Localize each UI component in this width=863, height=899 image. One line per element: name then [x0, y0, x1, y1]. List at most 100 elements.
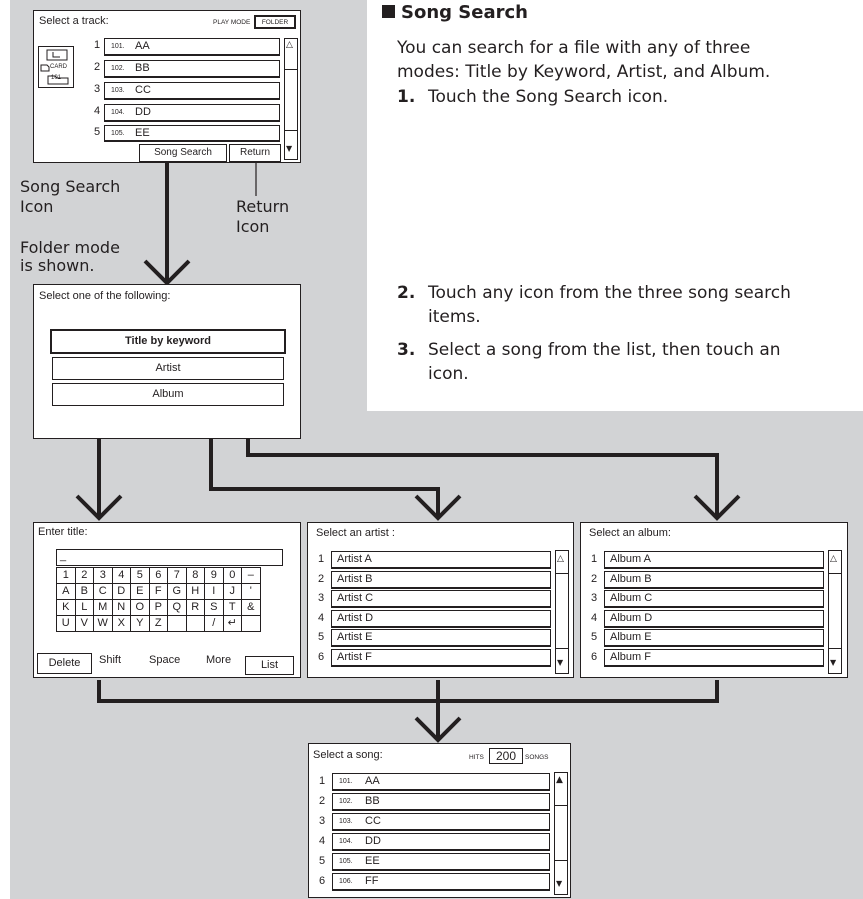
- song-code: 104.: [339, 838, 353, 845]
- keyboard-key[interactable]: V: [74, 615, 94, 632]
- keyboard-key[interactable]: [185, 615, 205, 632]
- scroll-up-icon[interactable]: ▲: [556, 775, 563, 785]
- album-row[interactable]: Album C: [604, 590, 824, 609]
- album-row[interactable]: Album B: [604, 570, 824, 589]
- keyboard-key[interactable]: 4: [111, 567, 131, 584]
- keyboard-key[interactable]: H: [185, 583, 205, 600]
- keyboard-key[interactable]: T: [222, 599, 242, 616]
- album-button[interactable]: Album: [52, 383, 284, 406]
- connector-album: [246, 411, 719, 517]
- more-button[interactable]: More: [206, 654, 232, 666]
- keyboard-key[interactable]: [167, 615, 187, 632]
- keyboard-key[interactable]: 2: [74, 567, 94, 584]
- keyboard-key[interactable]: ↵: [222, 615, 242, 632]
- keyboard-key[interactable]: 8: [185, 567, 205, 584]
- track-row[interactable]: 105. EE: [104, 125, 280, 142]
- song-row[interactable]: 101.AA: [332, 773, 550, 791]
- album-row[interactable]: Album F: [604, 649, 824, 667]
- keyboard-key[interactable]: K: [56, 599, 76, 616]
- keyboard-key[interactable]: 0: [222, 567, 242, 584]
- song-row[interactable]: 105.EE: [332, 853, 550, 871]
- keyboard-key[interactable]: A: [56, 583, 76, 600]
- return-button[interactable]: Return: [229, 144, 281, 162]
- list-button[interactable]: List: [245, 656, 294, 675]
- artist-row[interactable]: Artist B: [331, 570, 551, 589]
- keyboard-key[interactable]: Z: [148, 615, 168, 632]
- track-index: 1: [94, 39, 101, 51]
- keyboard-key[interactable]: S: [204, 599, 224, 616]
- song-row[interactable]: 106.FF: [332, 873, 550, 891]
- artist-row[interactable]: Artist D: [331, 609, 551, 628]
- keyboard-key[interactable]: M: [93, 599, 113, 616]
- keyboard-key[interactable]: R: [185, 599, 205, 616]
- artist-row[interactable]: Artist E: [331, 629, 551, 648]
- scroll-up-icon[interactable]: △: [557, 554, 564, 564]
- keyboard-key[interactable]: 9: [204, 567, 224, 584]
- scrollbar[interactable]: [555, 550, 569, 674]
- scroll-down-icon[interactable]: ▼: [556, 879, 563, 888]
- keyboard-key[interactable]: F: [148, 583, 168, 600]
- track-row[interactable]: 103. CC: [104, 82, 280, 100]
- keyboard-key[interactable]: B: [74, 583, 94, 600]
- space-button[interactable]: Space: [149, 654, 181, 666]
- song-name: AA: [365, 775, 380, 787]
- keyboard-key[interactable]: 1: [56, 567, 76, 584]
- album-row[interactable]: Album A: [604, 551, 824, 569]
- keyboard-key[interactable]: 7: [167, 567, 187, 584]
- play-mode-folder-button[interactable]: FOLDER: [254, 15, 296, 29]
- scroll-up-icon[interactable]: △: [286, 40, 293, 50]
- keyboard-key[interactable]: I: [204, 583, 224, 600]
- keyboard-key[interactable]: P: [148, 599, 168, 616]
- keyboard-key[interactable]: [241, 615, 261, 632]
- song-row[interactable]: 103.CC: [332, 813, 550, 831]
- song-search-button[interactable]: Song Search: [139, 144, 227, 162]
- keyboard-key[interactable]: C: [93, 583, 113, 600]
- track-row[interactable]: 104. DD: [104, 104, 280, 122]
- scroll-down-icon[interactable]: ▼: [286, 144, 293, 153]
- keyboard-key[interactable]: X: [111, 615, 131, 632]
- scrollbar[interactable]: [828, 550, 842, 674]
- shift-button[interactable]: Shift: [99, 654, 122, 666]
- keyboard-key[interactable]: L: [74, 599, 94, 616]
- keyboard-key[interactable]: U: [56, 615, 76, 632]
- title-input-field[interactable]: _: [56, 549, 283, 566]
- scroll-down-icon[interactable]: ▼: [830, 658, 837, 667]
- keyboard-key[interactable]: E: [130, 583, 150, 600]
- scroll-down-icon[interactable]: ▼: [557, 658, 564, 667]
- scrollbar[interactable]: [284, 38, 298, 160]
- scrollbar-thumb: [285, 69, 297, 131]
- track-row[interactable]: 102. BB: [104, 60, 280, 78]
- album-row[interactable]: Album D: [604, 609, 824, 628]
- keyboard-key[interactable]: 3: [93, 567, 113, 584]
- artist-button[interactable]: Artist: [52, 357, 284, 380]
- keyboard-key[interactable]: G: [167, 583, 187, 600]
- artist-row[interactable]: Artist F: [331, 649, 551, 667]
- scrollbar[interactable]: [554, 772, 568, 895]
- keyboard-key[interactable]: O: [130, 599, 150, 616]
- keyboard-key[interactable]: &: [241, 599, 261, 616]
- keyboard-key[interactable]: Q: [167, 599, 187, 616]
- song-row[interactable]: 104.DD: [332, 833, 550, 851]
- artist-row[interactable]: Artist C: [331, 590, 551, 609]
- song-code: 105.: [339, 858, 353, 865]
- scroll-up-icon[interactable]: △: [830, 554, 837, 564]
- keyboard-key[interactable]: J: [222, 583, 242, 600]
- keyboard-key[interactable]: 6: [148, 567, 168, 584]
- artist-row[interactable]: Artist A: [331, 551, 551, 569]
- keyboard-key[interactable]: D: [111, 583, 131, 600]
- track-name: CC: [135, 84, 151, 96]
- song-index: 6: [319, 875, 326, 887]
- album-row[interactable]: Album E: [604, 629, 824, 648]
- song-row[interactable]: 102.BB: [332, 793, 550, 811]
- track-row[interactable]: 101. AA: [104, 38, 280, 56]
- keyboard-key[interactable]: W: [93, 615, 113, 632]
- keyboard-key[interactable]: Y: [130, 615, 150, 632]
- artist-index: 1: [318, 553, 325, 565]
- keyboard-key[interactable]: ': [241, 583, 261, 600]
- title-by-keyword-button[interactable]: Title by keyword: [50, 329, 286, 354]
- keyboard-key[interactable]: –: [241, 567, 261, 584]
- keyboard-key[interactable]: N: [111, 599, 131, 616]
- delete-button[interactable]: Delete: [37, 653, 92, 674]
- keyboard-key[interactable]: /: [204, 615, 224, 632]
- keyboard-key[interactable]: 5: [130, 567, 150, 584]
